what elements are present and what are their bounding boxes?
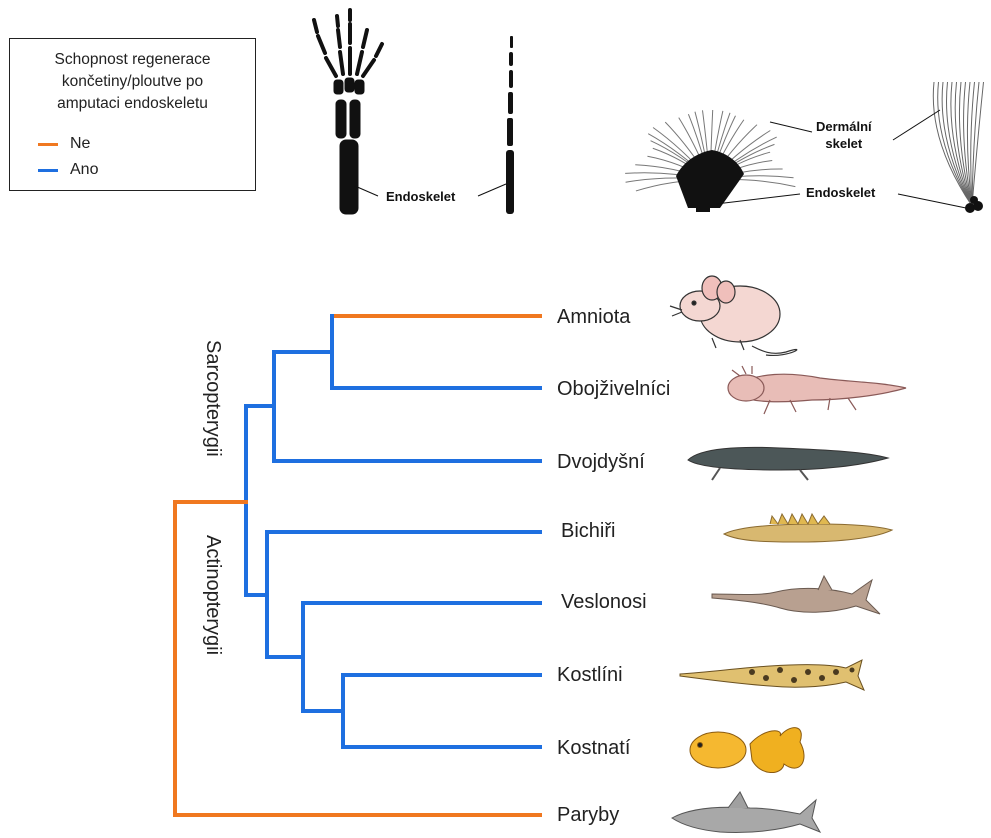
paddlefish-icon [712,576,880,614]
gar-icon [680,660,864,690]
lungfish-icon [688,447,888,480]
goldfish-icon [690,728,804,773]
shark-icon [672,792,820,833]
axolotl-icon [728,366,906,414]
bichir-icon [724,514,892,542]
mouse-icon [670,276,797,355]
